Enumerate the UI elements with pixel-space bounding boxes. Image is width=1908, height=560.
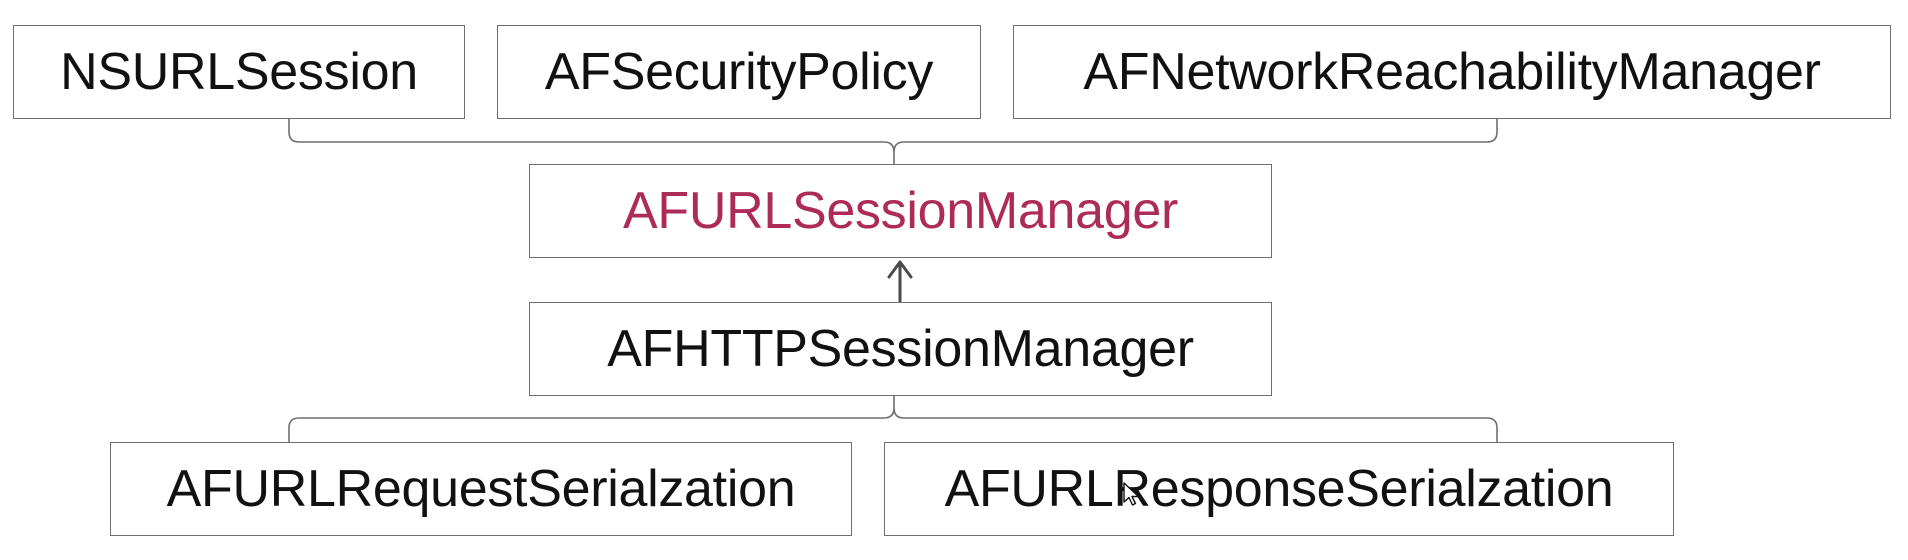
bottom-bracket-connector xyxy=(288,396,1498,442)
inheritance-arrowhead xyxy=(887,260,913,279)
node-afsecuritypolicy: AFSecurityPolicy xyxy=(497,25,981,119)
node-afurlsessionmanager: AFURLSessionManager xyxy=(529,164,1272,258)
top-bracket-connector xyxy=(288,118,1498,165)
mouse-cursor-icon xyxy=(1123,482,1140,506)
node-afurlrequestserialzation: AFURLRequestSerialzation xyxy=(110,442,852,536)
node-label: AFURLSessionManager xyxy=(622,182,1178,240)
node-label: AFNetworkReachabilityManager xyxy=(1083,43,1821,101)
node-afurlresponseserialzation: AFURLResponseSerialzation xyxy=(884,442,1674,536)
node-afnetworkreachabilitymanager: AFNetworkReachabilityManager xyxy=(1013,25,1891,119)
node-label: AFURLResponseSerialzation xyxy=(944,460,1614,518)
node-label: AFSecurityPolicy xyxy=(544,43,934,101)
node-label: AFHTTPSessionManager xyxy=(607,320,1194,378)
node-afhttpsessionmanager: AFHTTPSessionManager xyxy=(529,302,1272,396)
node-nsurlsession: NSURLSession xyxy=(13,25,465,119)
node-label: NSURLSession xyxy=(60,43,418,101)
node-label: AFURLRequestSerialzation xyxy=(166,460,796,518)
